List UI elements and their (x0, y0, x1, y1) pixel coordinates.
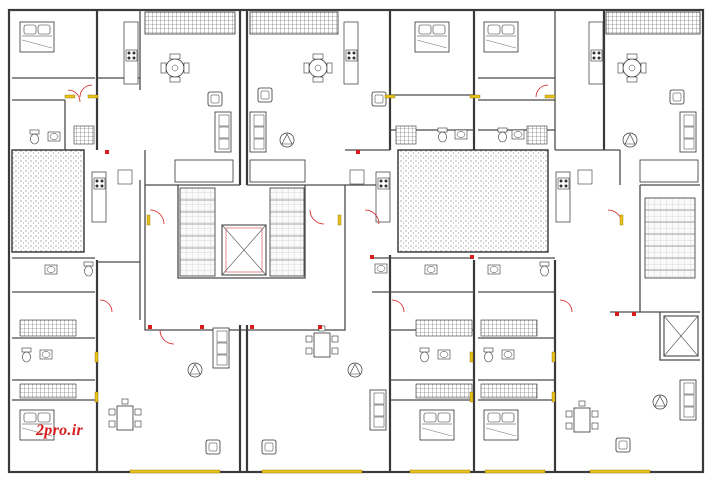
light-wells (11, 149, 549, 253)
stair-core (179, 187, 699, 357)
furniture (19, 21, 699, 455)
watermark-logo: 2pro.ir (36, 422, 83, 439)
balcony-railings (144, 11, 701, 35)
openings (64, 84, 651, 474)
